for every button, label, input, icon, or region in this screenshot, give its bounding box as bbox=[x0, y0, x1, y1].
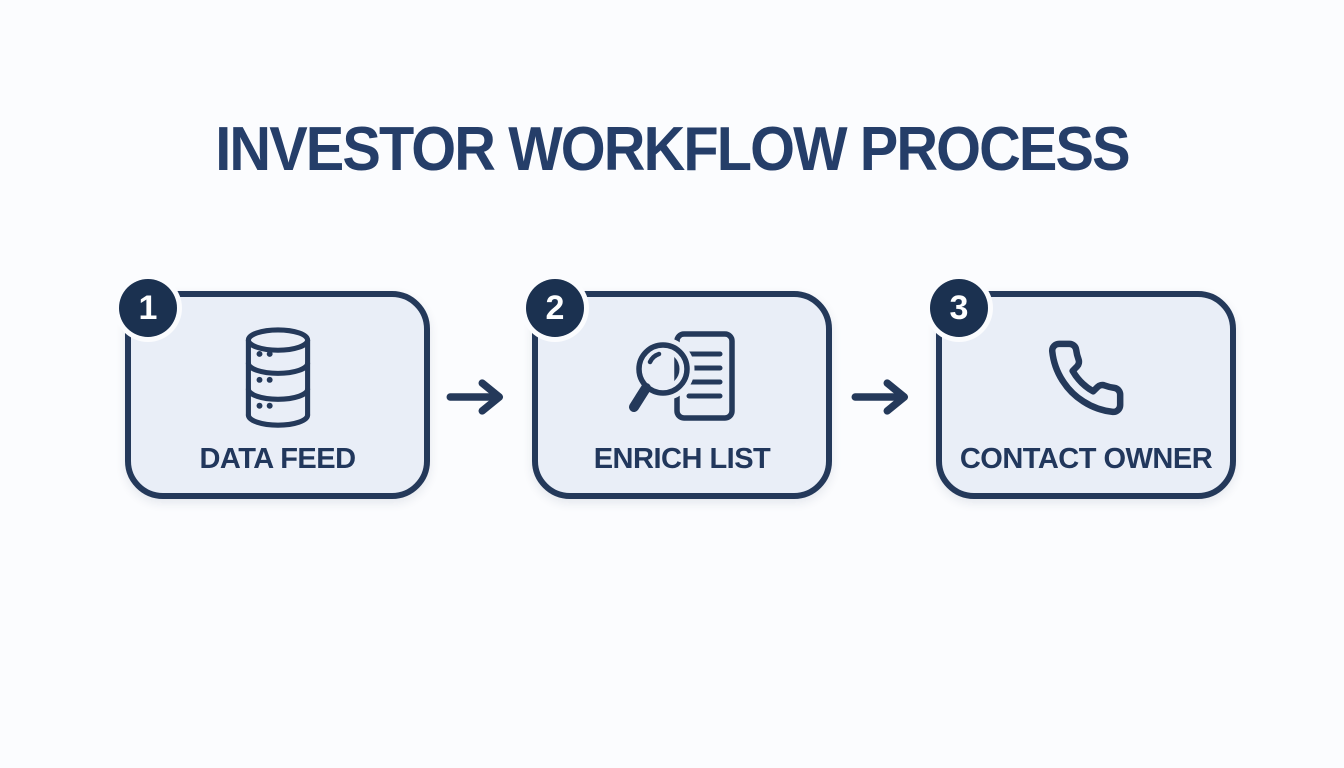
step-number: 1 bbox=[138, 288, 158, 327]
step-label: ENRICH LIST bbox=[593, 443, 771, 475]
phone-icon bbox=[1045, 321, 1127, 435]
step-number: 3 bbox=[949, 288, 969, 327]
step-label: DATA FEED bbox=[199, 443, 356, 475]
page-title: INVESTOR WORKFLOW PROCESS bbox=[215, 115, 1130, 184]
database-icon bbox=[241, 321, 315, 435]
step-number-badge: 2 bbox=[526, 279, 584, 337]
step-number-badge: 3 bbox=[930, 279, 988, 337]
step-box-enrich-list: 2 ENRICH LIST bbox=[526, 279, 832, 499]
search-list-icon bbox=[626, 321, 738, 435]
step-number: 2 bbox=[545, 288, 565, 327]
step-number-badge: 1 bbox=[119, 279, 177, 337]
step-box-contact-owner: 3 CONTACT OWNER bbox=[930, 279, 1236, 499]
arrow-right-icon bbox=[851, 375, 915, 419]
step-label: CONTACT OWNER bbox=[959, 443, 1213, 475]
arrow-right-icon bbox=[446, 375, 510, 419]
step-box-data-feed: 1 DATA FEED bbox=[119, 279, 430, 499]
